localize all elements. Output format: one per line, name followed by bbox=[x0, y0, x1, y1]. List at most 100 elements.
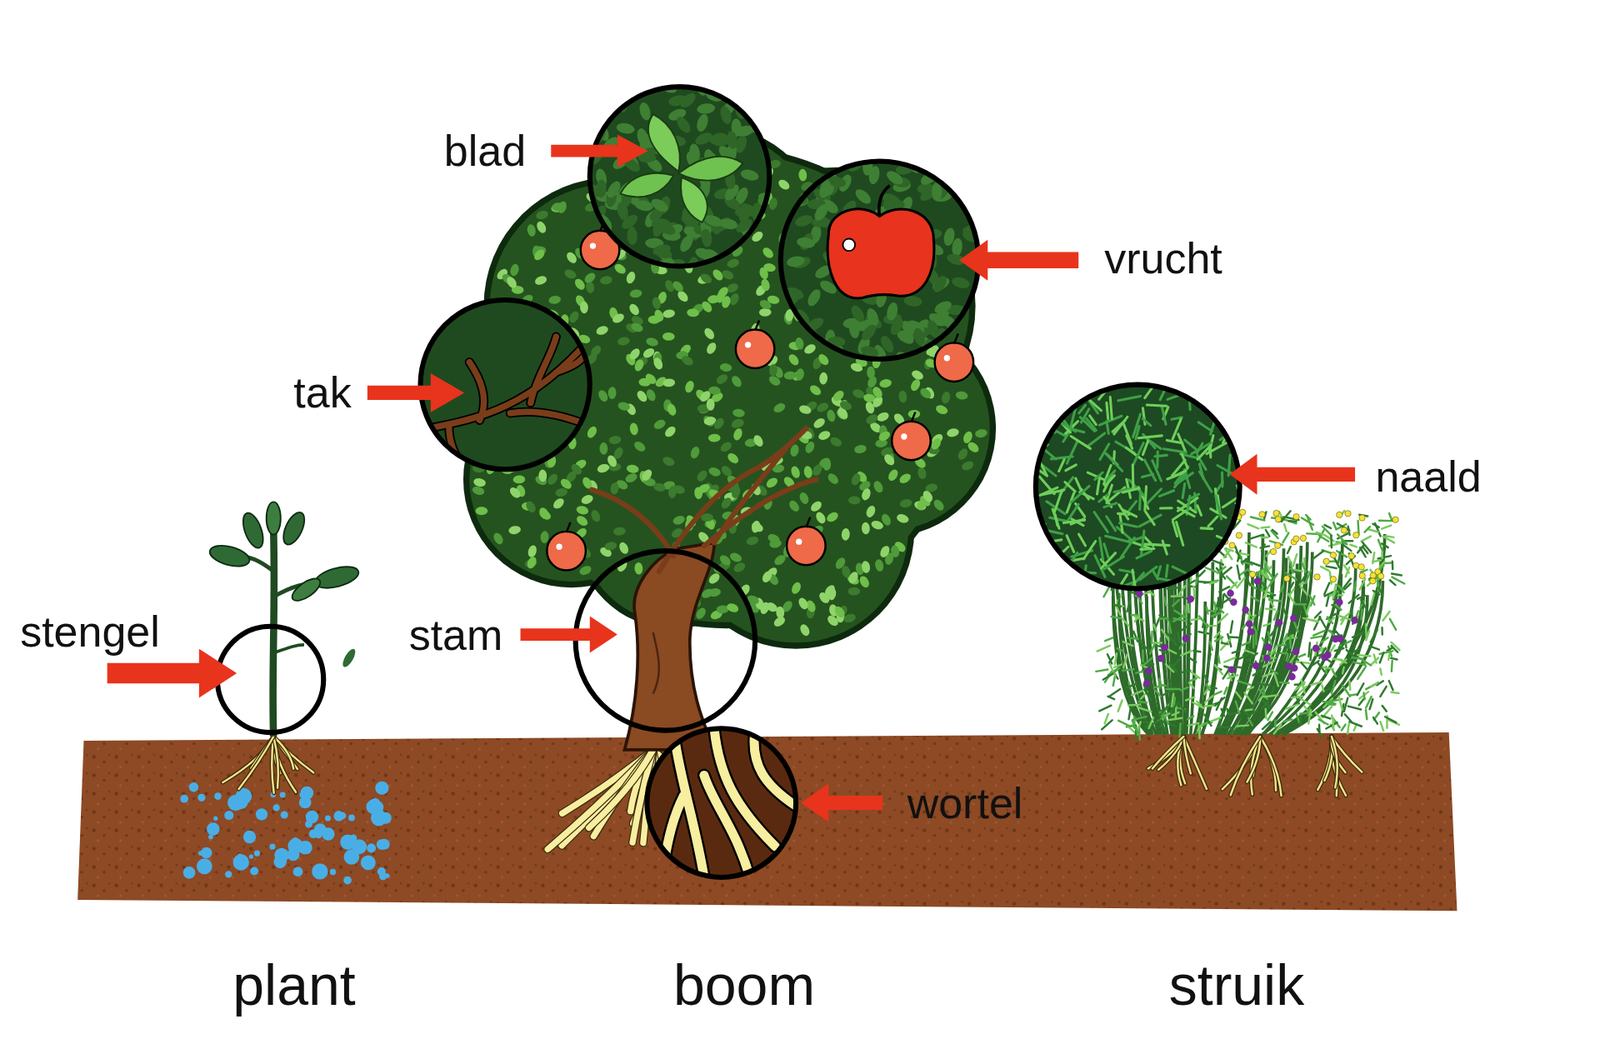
shrub-needle bbox=[1150, 631, 1154, 644]
leaf bbox=[803, 465, 814, 479]
leaf bbox=[575, 505, 590, 516]
shrub-needle bbox=[1293, 554, 1298, 566]
leaf bbox=[830, 389, 845, 404]
shrub-needle bbox=[1259, 690, 1267, 700]
shrub-needle bbox=[1378, 587, 1383, 595]
leaf bbox=[730, 485, 741, 500]
shrub-needle bbox=[1250, 710, 1257, 715]
shrub-needle bbox=[1113, 604, 1121, 607]
shrub-needle bbox=[1249, 570, 1260, 577]
leaf bbox=[551, 496, 566, 511]
shrub-needle bbox=[1342, 685, 1350, 697]
leaf bbox=[853, 444, 867, 455]
leaf bbox=[825, 471, 840, 486]
shrub-berry bbox=[1288, 673, 1296, 681]
shrub-needle bbox=[1360, 536, 1370, 542]
shrub-needle bbox=[1346, 650, 1355, 658]
shrub-needle bbox=[1111, 616, 1121, 619]
shrub-needle bbox=[1290, 563, 1293, 574]
leaf bbox=[707, 465, 722, 478]
leaf bbox=[624, 471, 639, 485]
shrub-needle bbox=[1205, 695, 1213, 703]
shrub-needle bbox=[1289, 520, 1297, 523]
leaf bbox=[878, 378, 892, 390]
shrub-needle bbox=[1294, 603, 1306, 606]
shrub-stem bbox=[1275, 595, 1368, 735]
leaf bbox=[629, 288, 643, 299]
small-plant bbox=[207, 501, 361, 793]
shrub-needle bbox=[1269, 600, 1282, 602]
shrub-needle bbox=[1275, 649, 1280, 660]
shrub-needle bbox=[1287, 593, 1295, 604]
shrub-needle bbox=[1224, 550, 1230, 558]
shrub-needle bbox=[1333, 585, 1336, 599]
shrub-needle bbox=[1107, 654, 1112, 664]
water-drop bbox=[325, 815, 331, 821]
leaf bbox=[512, 475, 525, 484]
shrub-needle bbox=[1131, 690, 1143, 695]
leaf bbox=[758, 266, 770, 281]
shrub-needle bbox=[1362, 542, 1371, 553]
leaf bbox=[718, 440, 734, 454]
shrub bbox=[1095, 509, 1405, 740]
leaf-texture bbox=[930, 273, 950, 295]
leaf bbox=[822, 458, 832, 471]
leaf bbox=[711, 415, 726, 431]
shrub-needle bbox=[1321, 715, 1330, 719]
shrub-needle bbox=[1207, 654, 1210, 667]
leaf-texture bbox=[941, 341, 963, 360]
leaf bbox=[662, 378, 675, 388]
leaf bbox=[955, 390, 969, 401]
shrub-needle bbox=[1187, 604, 1190, 613]
leaf bbox=[751, 433, 765, 449]
water-drop bbox=[300, 786, 314, 800]
shrub-needle bbox=[1380, 652, 1385, 663]
shrub-needle bbox=[1240, 569, 1249, 575]
shrub-needle bbox=[1382, 705, 1387, 712]
shrub-berry bbox=[1157, 655, 1165, 663]
water-drop bbox=[291, 837, 299, 845]
shrub-needle bbox=[1159, 685, 1166, 686]
leaf-texture bbox=[785, 155, 801, 176]
leaf bbox=[610, 481, 620, 495]
leaf bbox=[608, 435, 622, 445]
leaf-texture bbox=[783, 185, 794, 205]
shrub-needle bbox=[1310, 681, 1322, 685]
leaf bbox=[535, 209, 550, 220]
shrub-needle bbox=[1236, 576, 1245, 589]
leaf bbox=[627, 302, 641, 318]
shrub-needle bbox=[1188, 580, 1195, 585]
water-drop bbox=[330, 869, 337, 876]
leaf bbox=[579, 300, 589, 314]
leaf bbox=[661, 455, 676, 468]
shrub-berry bbox=[1265, 643, 1273, 651]
leaf bbox=[765, 475, 780, 490]
leaf-texture bbox=[781, 346, 799, 368]
water-drop bbox=[360, 855, 376, 870]
shrub-flower bbox=[1336, 511, 1343, 518]
shrub-needle bbox=[1197, 724, 1203, 731]
shrub-needle bbox=[1239, 654, 1250, 660]
shrub-needle bbox=[1265, 530, 1270, 537]
shrub-needle bbox=[1308, 642, 1310, 656]
shrub-needle bbox=[1222, 598, 1231, 604]
leaf bbox=[582, 270, 598, 285]
leaf bbox=[575, 514, 590, 529]
root-outline bbox=[1183, 736, 1207, 790]
shrub-needle bbox=[1168, 724, 1176, 727]
water-drop bbox=[254, 850, 260, 856]
leaf-texture bbox=[604, 179, 623, 200]
leaf-texture bbox=[695, 112, 710, 134]
shrub-needle bbox=[1325, 722, 1337, 729]
water-drop bbox=[293, 866, 304, 877]
shrub-needle bbox=[1299, 714, 1302, 725]
leaf bbox=[632, 440, 648, 455]
shrub-needle bbox=[1338, 696, 1342, 710]
shrub-needle bbox=[1206, 684, 1210, 690]
shrub-needle bbox=[1350, 609, 1354, 619]
shrub-needle bbox=[1180, 705, 1186, 713]
leaf bbox=[798, 622, 811, 638]
shrub-flower bbox=[1348, 553, 1355, 560]
shrub-needle bbox=[1158, 679, 1161, 689]
shrub-needle bbox=[1246, 560, 1260, 566]
